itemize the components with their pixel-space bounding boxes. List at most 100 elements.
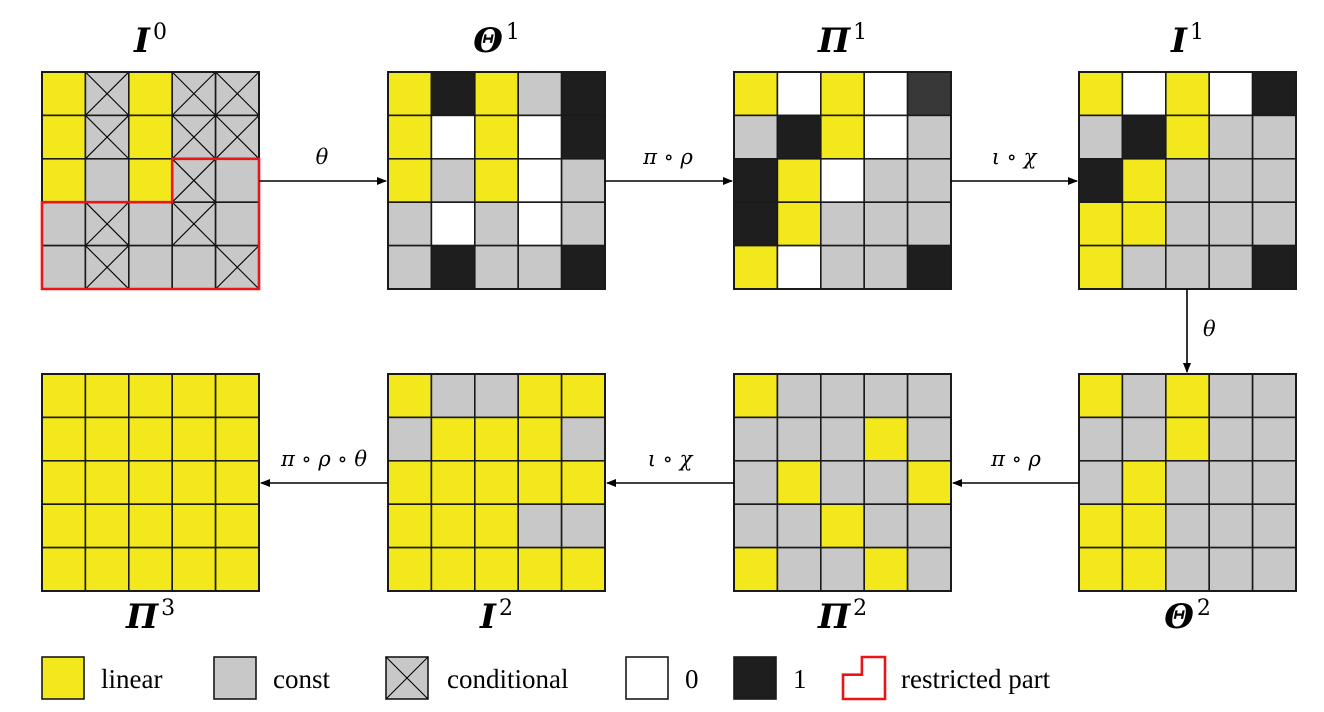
grid-cell <box>1078 459 1124 505</box>
grid-title-superscript: 0 <box>153 20 167 45</box>
grid-cell <box>1208 546 1254 592</box>
grid-cell <box>171 459 217 505</box>
grid-cell <box>1165 244 1211 290</box>
grid-cell <box>128 546 174 592</box>
grid-cell <box>1165 373 1211 419</box>
grid-cell <box>776 201 822 247</box>
grid-cell <box>41 373 87 419</box>
grid-title-superscript: 1 <box>506 20 520 45</box>
grid-cell <box>560 416 606 462</box>
grid-cell <box>171 373 217 419</box>
grid-cell <box>473 71 519 117</box>
grid-cell <box>1165 71 1211 117</box>
grid-cell <box>430 373 476 419</box>
grid-cell <box>776 158 822 204</box>
grid-cell <box>430 503 476 549</box>
grid-cell <box>1165 503 1211 549</box>
legend-item-1: 1 <box>733 656 807 700</box>
grid-cell <box>473 158 519 204</box>
grid-cell <box>517 546 563 592</box>
grid-cell <box>1078 503 1124 549</box>
grid-cell <box>128 71 174 117</box>
grid-cell <box>1121 416 1167 462</box>
grid-cell <box>430 114 476 160</box>
grid-cell <box>1078 546 1124 592</box>
grid-cell <box>863 201 909 247</box>
grid-cell <box>560 459 606 505</box>
grid-cell <box>473 546 519 592</box>
grid-cell <box>171 503 217 549</box>
grid-cell <box>128 114 174 160</box>
grid-cell <box>819 373 865 419</box>
grid-cell <box>819 244 865 290</box>
grid-cell <box>1208 71 1254 117</box>
grid-cell <box>473 373 519 419</box>
grid-cell <box>776 114 822 160</box>
grid-cell <box>214 158 260 204</box>
grid-cell <box>1121 546 1167 592</box>
grid-cell <box>560 546 606 592</box>
grid-cell <box>906 459 952 505</box>
grid-cell <box>1121 158 1167 204</box>
grid-cell <box>733 503 779 549</box>
grid-cell <box>776 503 822 549</box>
grid-cell <box>906 244 952 290</box>
grid-cell <box>1078 373 1124 419</box>
grid-cell <box>387 114 433 160</box>
grid-cell <box>863 244 909 290</box>
grid-cell <box>1078 244 1124 290</box>
legend-label: restricted part <box>901 664 1051 694</box>
grid-cell <box>430 71 476 117</box>
grid-cell <box>863 459 909 505</box>
grid-title-letter: Π <box>817 597 852 637</box>
grid-cell <box>84 459 130 505</box>
grid-title-letter: Θ <box>1164 597 1194 637</box>
grid-cell <box>906 416 952 462</box>
grid-cell <box>906 71 952 117</box>
grid-cell <box>41 158 87 204</box>
grid-cell <box>819 114 865 160</box>
grid-cell <box>41 546 87 592</box>
grid-title-superscript: 1 <box>853 20 867 45</box>
grid-cell <box>387 71 433 117</box>
grid-border <box>41 373 260 592</box>
legend-item-restricted-part: restricted part <box>841 655 1051 701</box>
grid-cell <box>733 546 779 592</box>
grid-title-superscript: 2 <box>853 596 867 621</box>
grid-cell <box>863 114 909 160</box>
grid-cell <box>214 416 260 462</box>
grid-cell <box>733 244 779 290</box>
grid-cell <box>1078 114 1124 160</box>
grid-cell <box>1251 416 1297 462</box>
grid-cell <box>733 114 779 160</box>
grid-cell <box>1078 158 1124 204</box>
grid-cell <box>776 71 822 117</box>
grid-cell <box>41 416 87 462</box>
grid-cell <box>1208 114 1254 160</box>
arrow-pi1-to-i1: ι ∘ χ <box>951 145 1078 185</box>
grid-cell <box>387 201 433 247</box>
legend-swatch <box>213 656 257 700</box>
grid-cell <box>1078 416 1124 462</box>
grid-cell <box>517 244 563 290</box>
grid-cell <box>128 373 174 419</box>
grid-cell <box>560 71 606 117</box>
grid-cell <box>776 373 822 419</box>
grid-cell <box>517 201 563 247</box>
grid-cell <box>776 546 822 592</box>
grid-cell <box>733 459 779 505</box>
grid-cell <box>1251 158 1297 204</box>
restricted-part-outline <box>40 157 261 291</box>
grid-cell <box>819 503 865 549</box>
grid-cell <box>1208 416 1254 462</box>
grid-cell <box>128 416 174 462</box>
